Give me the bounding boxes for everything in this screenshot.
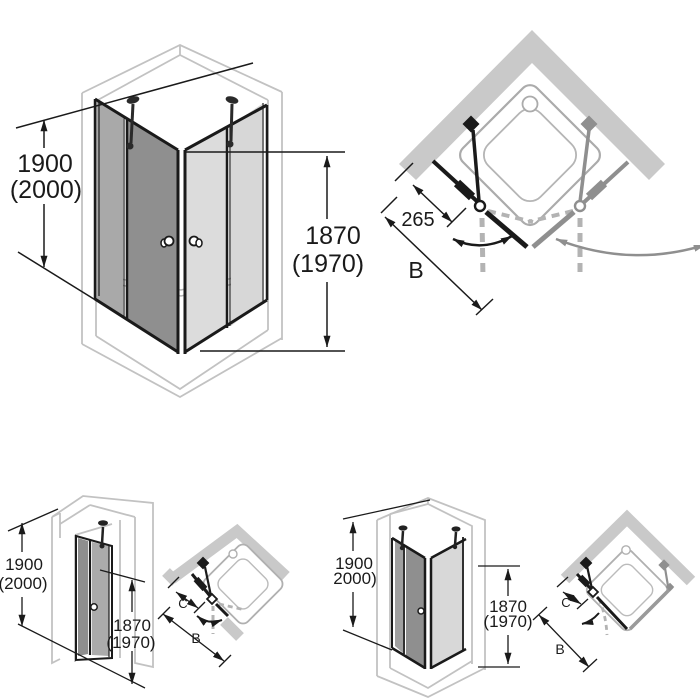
wall-band [162, 523, 290, 641]
dimension-height: 1900 2000) [333, 499, 431, 651]
pivot-right [573, 199, 587, 213]
drain [621, 545, 631, 555]
shower-tray-plan [585, 545, 669, 632]
niche-door-plan-view: C B [157, 523, 290, 668]
glass-panels [395, 540, 462, 668]
dimension-glass-height: 1870 (1970) [478, 565, 533, 668]
glass-height-label: 1870 [489, 597, 527, 616]
B-label: B [191, 630, 200, 646]
glass-height-alt-label: (1970) [106, 633, 155, 652]
height-label: 1900 [335, 554, 373, 573]
wall-outlines [376, 497, 486, 698]
door-knob [417, 607, 425, 615]
corner-door-isometric-view: 1900 2000) 1870 (1970) [333, 497, 533, 698]
pivot [205, 592, 219, 606]
dimension-C: C [167, 576, 206, 614]
height-alt-label: 2000) [333, 569, 376, 588]
width-B-label: B [408, 257, 423, 283]
ceiling-support [98, 520, 108, 526]
side-panel-plan [628, 559, 675, 631]
ceiling-supports [398, 525, 461, 551]
dimension-B: B [157, 606, 232, 668]
corner-entry-plan-view: 265 B [380, 30, 700, 316]
shower-tray-plan [459, 84, 601, 227]
swing-arrow-right [555, 237, 700, 257]
dimension-C: C [556, 576, 589, 610]
niche-door [75, 520, 113, 662]
glass-height-alt-label: (1970) [483, 612, 532, 631]
height-alt-label: (2000) [0, 574, 48, 593]
left-door-plan [431, 115, 534, 279]
ceiling-support-right [225, 96, 239, 148]
C-label: C [178, 596, 187, 611]
swing-arrow [196, 615, 223, 628]
glass-height-alt-label: (1970) [292, 250, 364, 278]
door-frames [391, 536, 467, 670]
height-label: 1900 [5, 555, 43, 574]
door-knob [90, 603, 98, 611]
B-label: B [555, 641, 564, 657]
door-knobs [160, 235, 203, 248]
C-label: C [561, 595, 570, 610]
dimension-B: B [532, 606, 598, 673]
dimension-hinge-offset: 265 [394, 162, 467, 231]
height-label: 1900 [17, 150, 73, 178]
wall-band [399, 30, 665, 180]
swing-arrow [581, 612, 600, 625]
niche-door-isometric-view: 1900 (2000) 1870 (1970) [0, 495, 156, 689]
height-alt-label: (2000) [10, 176, 82, 204]
dimension-height: 1900 (2000) [10, 62, 254, 310]
glass-height-label: 1870 [113, 616, 151, 635]
glass-height-label: 1870 [305, 222, 361, 250]
dimension-height: 1900 (2000) [0, 508, 146, 689]
hinge-offset-label: 265 [401, 209, 434, 231]
pivot-left [473, 199, 487, 213]
pivot [586, 585, 600, 599]
dimension-glass-height: 1870 (1970) [186, 151, 364, 352]
ceiling-support-left [126, 96, 140, 150]
drain [228, 549, 238, 559]
glass-panels [96, 100, 262, 353]
dimension-width-B: B [380, 196, 494, 316]
right-door-plan [527, 115, 700, 278]
corner-door-plan-view: C B [532, 509, 696, 673]
door-frames [93, 97, 269, 354]
drain [521, 95, 539, 113]
dimension-glass-height: 1870 (1970) [99, 569, 156, 685]
corner-entry-isometric-view: 1900 (2000) 1870 (1970) [10, 44, 364, 399]
